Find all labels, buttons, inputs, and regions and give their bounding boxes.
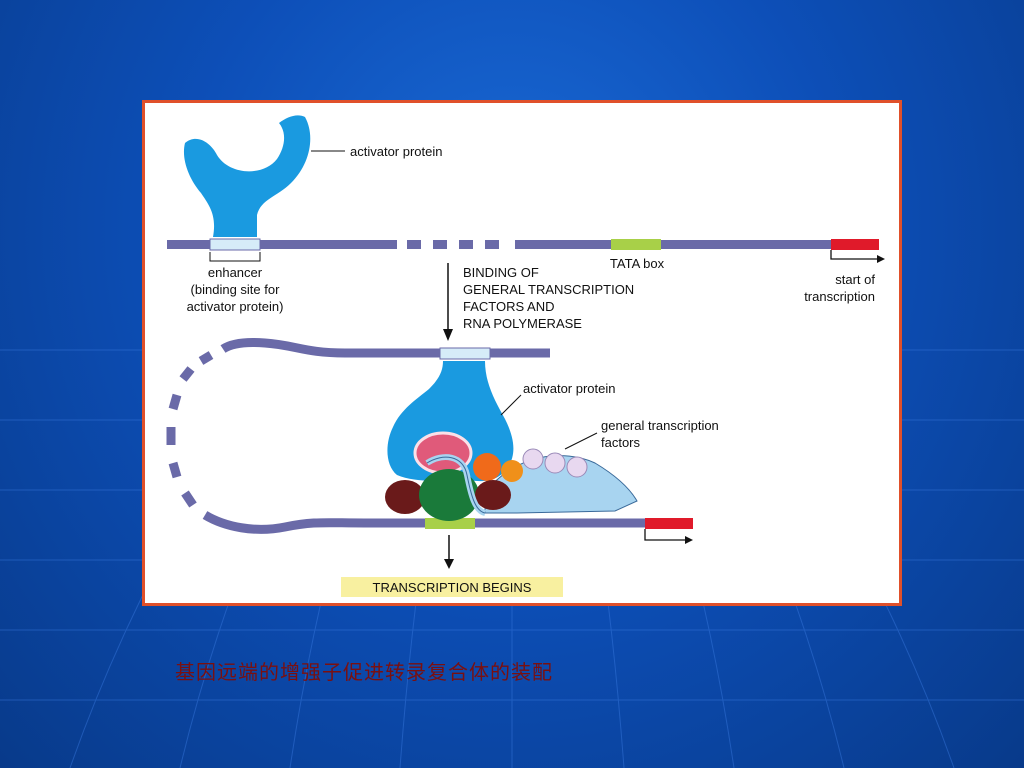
binding-label-4: RNA POLYMERASE [463, 316, 582, 331]
factor-green [419, 469, 479, 521]
factor-orange-2 [501, 460, 523, 482]
enhancer-site-bottom [439, 347, 491, 360]
activator-label-bottom: activator protein [523, 381, 616, 396]
enhancer-bracket [209, 252, 261, 262]
gtf-pointer [564, 432, 598, 450]
start-site-bottom [645, 518, 693, 529]
tata-box-top [611, 239, 661, 250]
factor-lilac-1 [522, 448, 544, 470]
start-label-2: transcription [804, 289, 875, 304]
start-site-top [831, 239, 879, 250]
transcription-begins-label: TRANSCRIPTION BEGINS [373, 580, 532, 595]
polymerase-tail-outline [426, 456, 486, 514]
binding-label-3: FACTORS AND [463, 299, 555, 314]
figure-frame: activator protein enhancer (binding site… [142, 100, 902, 606]
enhancer-label-2: (binding site for [191, 282, 281, 297]
binding-label-1: BINDING OF [463, 265, 539, 280]
factor-lilac-3 [566, 456, 588, 478]
activator-protein-top [183, 115, 311, 237]
start-arrowhead-top [877, 255, 885, 263]
factor-orange-1 [473, 453, 501, 481]
tata-box-bottom [425, 518, 475, 529]
dna-loop [166, 338, 645, 534]
enhancer-label-1: enhancer [208, 265, 263, 280]
transcription-arrowhead [444, 559, 454, 569]
activator-label-top: activator protein [350, 144, 443, 159]
start-arrow-top [830, 250, 877, 260]
enhancer-diagram: activator protein enhancer (binding site… [166, 115, 885, 597]
gtf-label-1: general transcription [601, 418, 719, 433]
factor-dark-red-right [475, 480, 511, 510]
transcription-begins-highlight [341, 577, 563, 597]
slide-caption: 基因远端的增强子促进转录复合体的装配 [175, 660, 553, 684]
start-arrow-bottom [644, 529, 685, 541]
binding-arrowhead [443, 329, 453, 341]
tata-box-label-top: TATA box [610, 256, 665, 271]
enhancer-label-3: activator protein) [187, 299, 284, 314]
start-arrowhead-bottom [685, 536, 693, 544]
factor-dark-red-left [385, 480, 425, 514]
top-dna-strand [167, 240, 835, 249]
factor-lilac-2 [544, 452, 566, 474]
activator-pointer-bottom [500, 394, 522, 416]
enhancer-site-top [209, 238, 261, 251]
gtf-label-2: factors [601, 435, 641, 450]
binding-label-2: GENERAL TRANSCRIPTION [463, 282, 634, 297]
start-label-1: start of [835, 272, 875, 287]
